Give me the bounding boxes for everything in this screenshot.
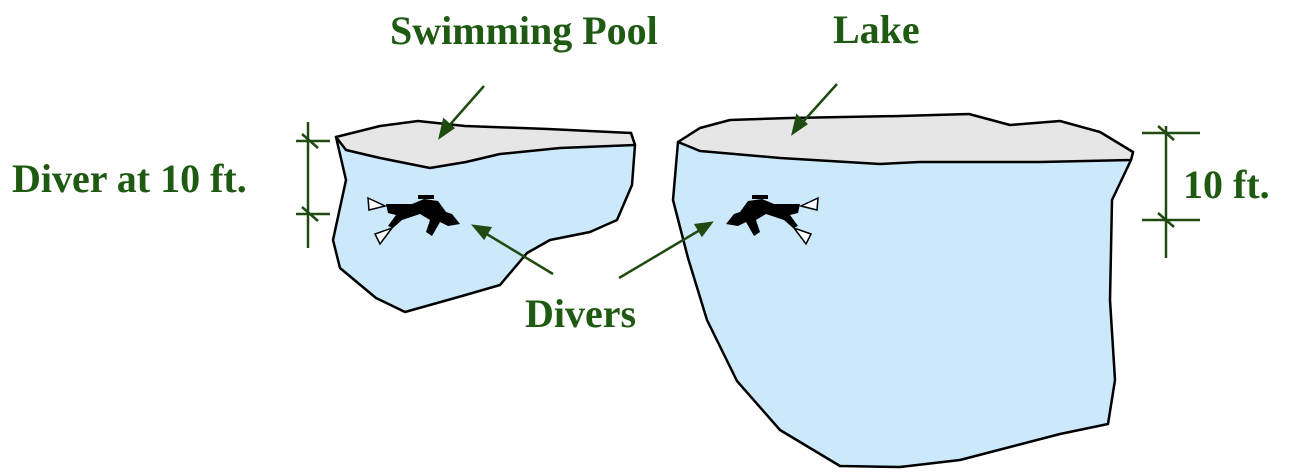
divers-label: Divers	[525, 294, 636, 334]
pool-water	[333, 133, 635, 312]
pool-depth-label: Diver at 10 ft.	[12, 159, 247, 199]
lake-title: Lake	[833, 10, 920, 50]
pool-surface-arrow-line	[447, 86, 484, 128]
pool-title: Swimming Pool	[390, 11, 658, 51]
lake-depth-label: 10 ft.	[1183, 165, 1270, 205]
lake-water	[673, 142, 1133, 467]
